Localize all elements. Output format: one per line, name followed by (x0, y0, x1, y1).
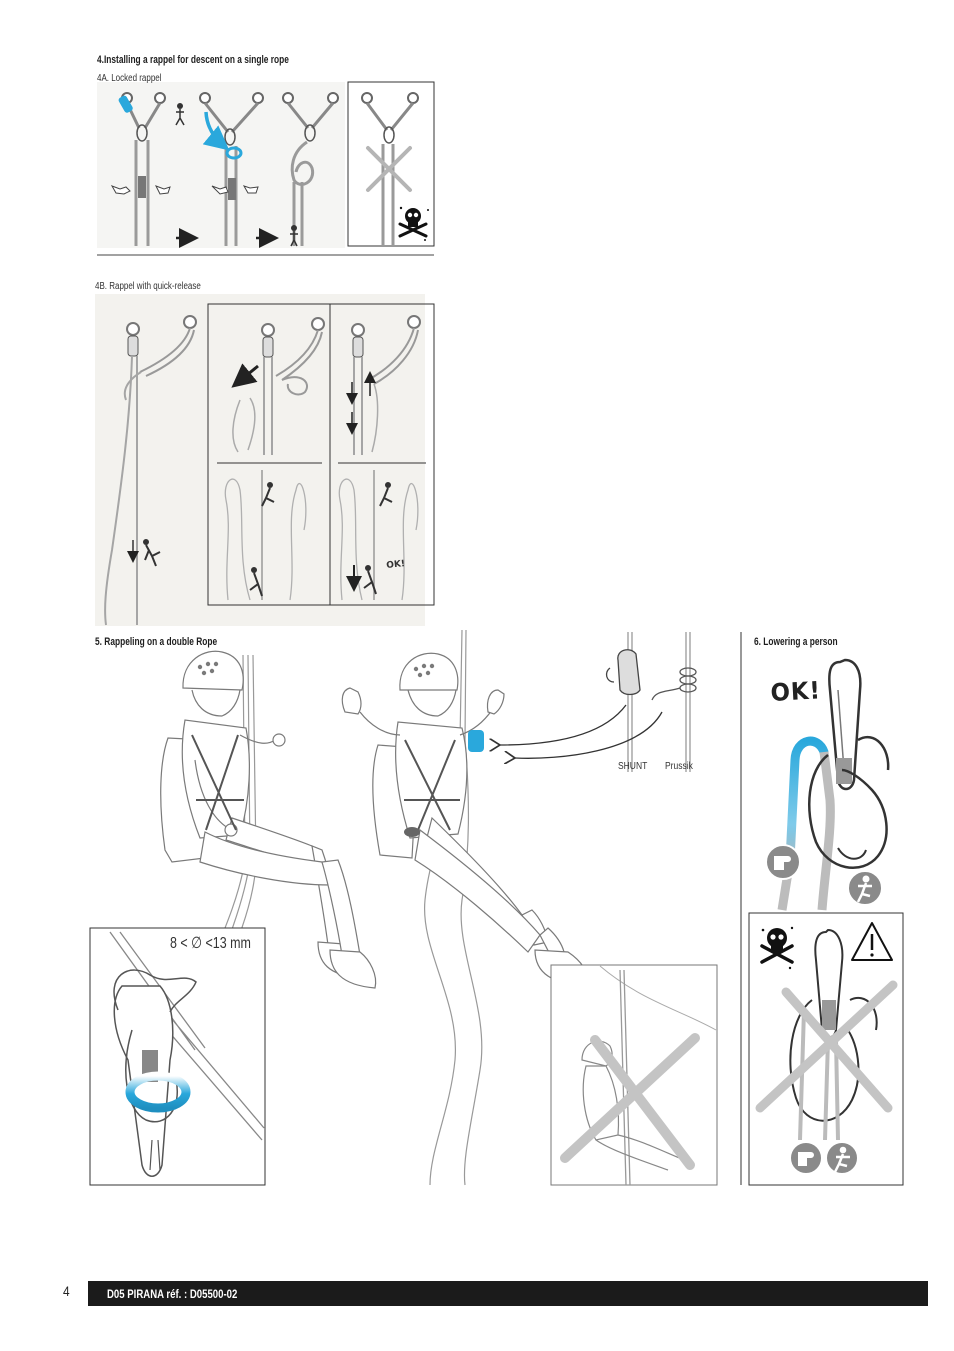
section-4b-label: 4B. Rappel with quick-release (95, 281, 201, 292)
cross-out-mark (560, 1033, 700, 1170)
prussik-knot (651, 667, 697, 701)
lowering-wrong-panel (748, 912, 904, 1186)
skull-danger-icon (398, 206, 429, 241)
rappeller-figure-2 (341, 629, 589, 1186)
shunt-device (617, 649, 641, 696)
climber-figure-small (290, 225, 298, 247)
skull-danger-icon (760, 926, 794, 970)
arrow-to-prussik-icon (515, 711, 663, 758)
shunt-device-highlight (468, 730, 484, 752)
rope-contact-highlight (125, 1071, 191, 1113)
arrow-down-left-icon (231, 363, 259, 388)
rope-device-detail (500, 632, 697, 772)
figure-5-double-rope (89, 629, 718, 1186)
left-overview-panel (104, 315, 197, 626)
step-2-illustration (199, 92, 264, 246)
wrong-position-inset (550, 964, 718, 1186)
rope-diameter-inset (89, 927, 266, 1186)
prussik-label: Prussik (665, 761, 693, 772)
step-1-illustration (110, 92, 185, 246)
quick-release-step-2-top (346, 315, 421, 455)
figure-4b-quick-release (95, 294, 435, 626)
section-4-title: 4.Installing a rappel for descent on a s… (97, 54, 289, 66)
blue-rotate-arrow-icon (202, 111, 230, 151)
person-belayed-icon (825, 1141, 859, 1175)
footer-reference: D05 PIRANA réf. : D05500-02 (107, 1287, 238, 1301)
rope-diameter-range: 8 < ∅ <13 mm (170, 935, 251, 952)
climber-figure-small (175, 103, 185, 126)
step-panels-frame (207, 303, 435, 606)
climber-figure-small (249, 482, 275, 597)
cross-out-mark (755, 980, 898, 1113)
section-6-ok-mark: OK! (769, 676, 822, 707)
climber-figure-small (143, 539, 161, 567)
page-number: 4 (63, 1283, 70, 1299)
hand-brake-icon (789, 1141, 823, 1175)
quick-release-step-2-bottom (338, 470, 419, 601)
step-3-illustration (282, 92, 339, 247)
quick-release-step-1-bottom (224, 470, 307, 601)
section-6-title: 6. Lowering a person (754, 636, 838, 648)
rappeller-figure-1 (160, 650, 377, 1001)
cross-out-mark (366, 146, 412, 192)
section-5-title: 5. Rappeling on a double Rope (95, 636, 218, 648)
section-4a-label: 4A. Locked rappel (97, 73, 162, 84)
footer-bar (88, 1281, 928, 1306)
arrow-to-shunt-icon (500, 704, 627, 745)
figure-4a-locked-rappel (97, 81, 435, 256)
hand-brake-icon (765, 844, 801, 880)
step-4-wrong-panel (347, 81, 435, 247)
quick-release-step-1-top (231, 317, 325, 455)
figure-6-lowering (748, 658, 904, 1186)
lowering-correct-illustration (765, 658, 890, 911)
person-belayed-icon (847, 870, 883, 906)
climber-figure-small (363, 482, 393, 595)
warning-triangle-icon (851, 922, 893, 961)
shunt-label: SHUNT (618, 761, 648, 772)
